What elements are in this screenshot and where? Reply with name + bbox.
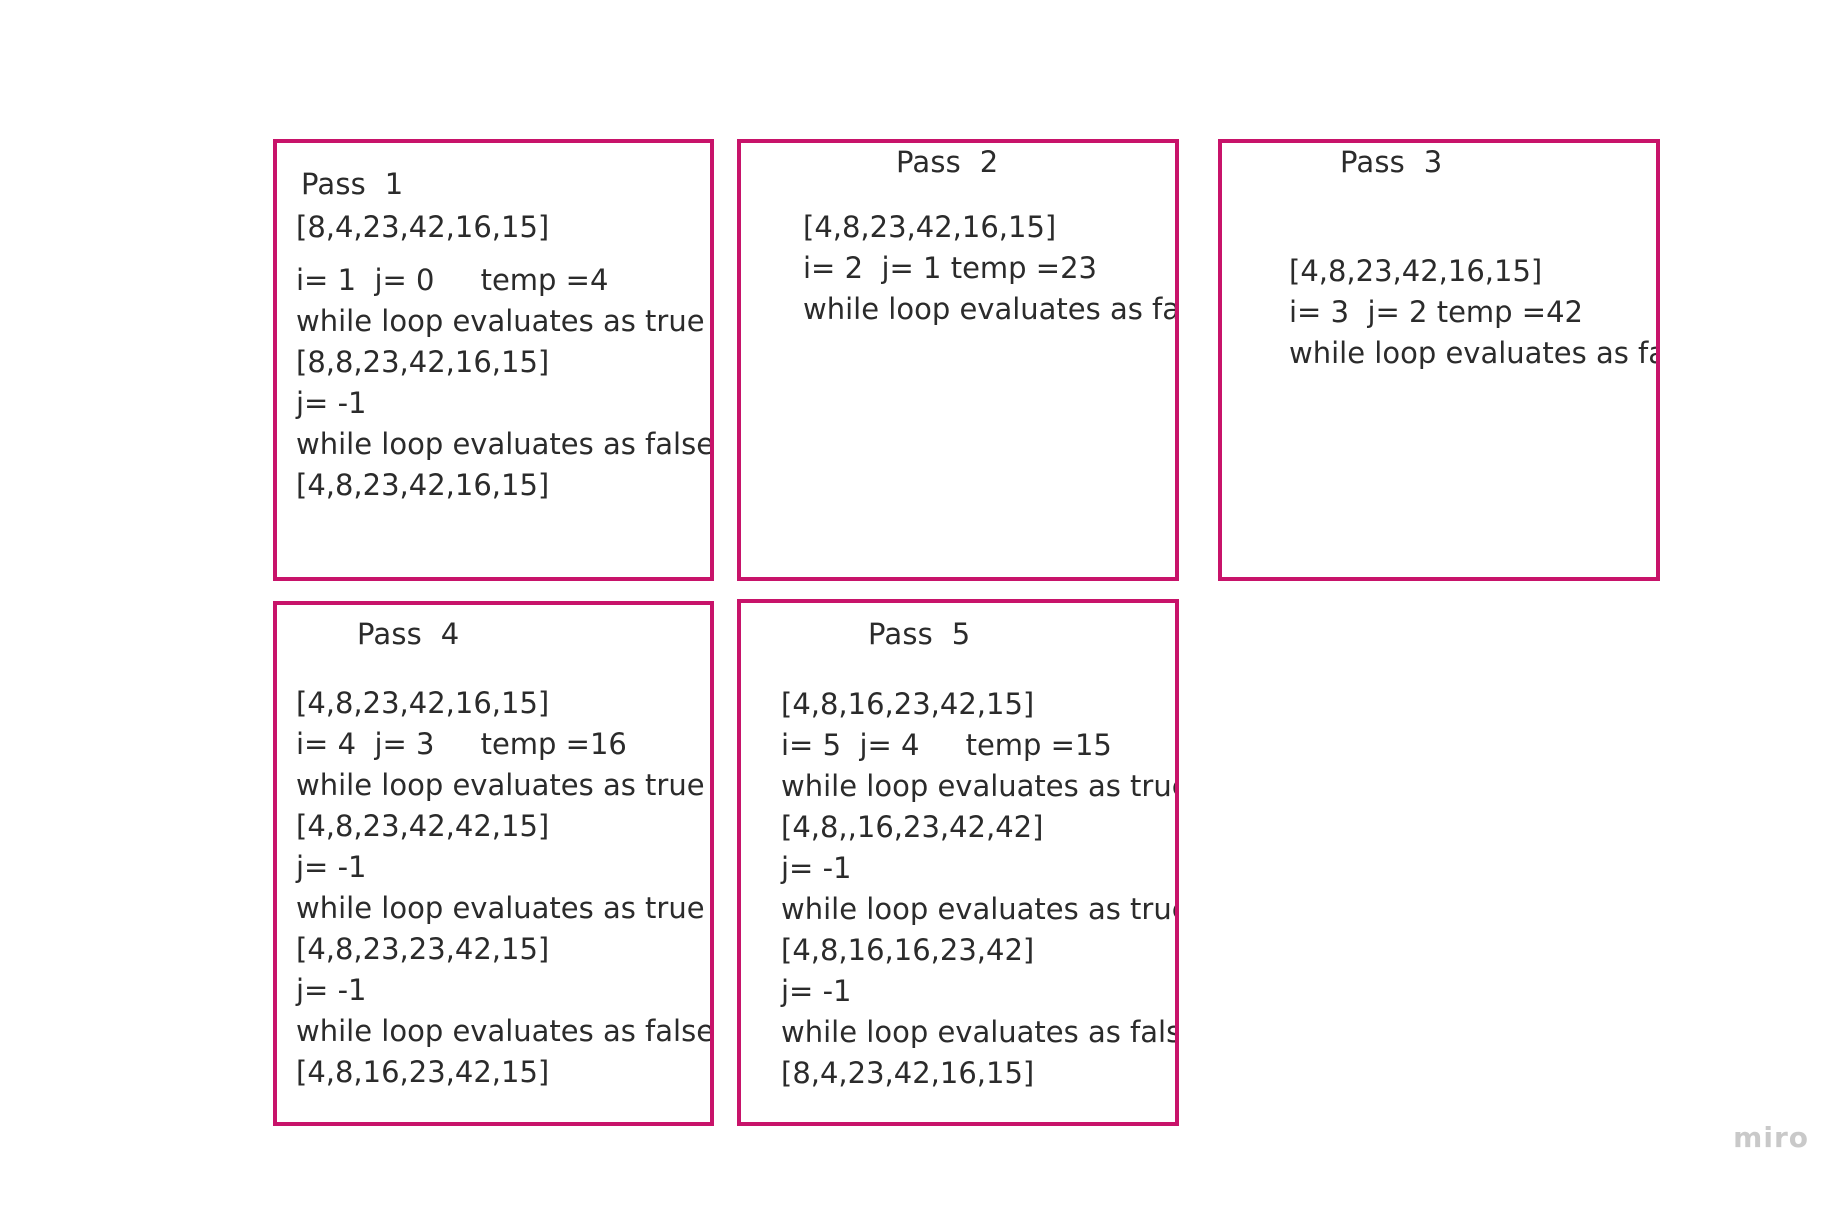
- pass-3-line: while loop evaluates as false: [1289, 336, 1656, 370]
- pass-5-frame[interactable]: Pass 5 [4,8,16,23,42,15] i= 5 j= 4 temp …: [737, 599, 1179, 1126]
- pass-4-line: while loop evaluates as true: [296, 768, 705, 802]
- pass-4-line: j= -1: [296, 973, 367, 1007]
- pass-2-steps: [4,8,23,42,16,15] i= 2 j= 1 temp =23 whi…: [803, 207, 1179, 330]
- pass-4-line: [4,8,23,42,16,15]: [296, 686, 550, 720]
- pass-1-steps: i= 1 j= 0 temp =4 while loop evaluates a…: [296, 260, 714, 506]
- pass-5-line: j= -1: [781, 851, 852, 885]
- pass-4-line: [4,8,23,42,42,15]: [296, 809, 550, 843]
- pass-3-line: i= 3 j= 2 temp =42: [1289, 295, 1583, 329]
- pass-4-line: [4,8,16,23,42,15]: [296, 1055, 550, 1089]
- pass-4-line: j= -1: [296, 850, 367, 884]
- pass-5-line: while loop evaluates as true: [781, 892, 1179, 926]
- pass-1-line: while loop evaluates as false: [296, 427, 714, 461]
- pass-4-title: Pass 4: [357, 617, 460, 651]
- pass-4-steps: [4,8,23,42,16,15] i= 4 j= 3 temp =16 whi…: [296, 683, 714, 1093]
- pass-5-line: j= -1: [781, 974, 852, 1008]
- pass-2-frame[interactable]: Pass 2 [4,8,23,42,16,15] i= 2 j= 1 temp …: [737, 139, 1179, 581]
- pass-3-frame[interactable]: Pass 3 [4,8,23,42,16,15] i= 3 j= 2 temp …: [1218, 139, 1660, 581]
- pass-5-line: [8,4,23,42,16,15]: [781, 1056, 1035, 1090]
- pass-5-title: Pass 5: [868, 617, 971, 651]
- pass-4-frame[interactable]: Pass 4 [4,8,23,42,16,15] i= 4 j= 3 temp …: [273, 601, 714, 1126]
- pass-1-line: [8,8,23,42,16,15]: [296, 345, 550, 379]
- pass-5-line: [4,8,16,16,23,42]: [781, 933, 1035, 967]
- pass-5-line: [4,8,16,23,42,15]: [781, 687, 1035, 721]
- pass-4-line: [4,8,23,23,42,15]: [296, 932, 550, 966]
- pass-1-line: while loop evaluates as true: [296, 304, 705, 338]
- pass-2-line: [4,8,23,42,16,15]: [803, 210, 1057, 244]
- pass-1-line: [8,4,23,42,16,15]: [296, 210, 550, 244]
- pass-3-steps: [4,8,23,42,16,15] i= 3 j= 2 temp =42 whi…: [1289, 251, 1656, 374]
- pass-5-line: [4,8,,16,23,42,42]: [781, 810, 1044, 844]
- pass-5-line: i= 5 j= 4 temp =15: [781, 728, 1112, 762]
- pass-4-line: while loop evaluates as true: [296, 891, 705, 925]
- pass-1-title: Pass 1: [301, 167, 404, 201]
- pass-2-title: Pass 2: [896, 145, 999, 179]
- pass-5-line: while loop evaluates as true: [781, 769, 1179, 803]
- pass-4-line: while loop evaluates as false: [296, 1014, 714, 1048]
- miro-logo: miro: [1733, 1121, 1809, 1154]
- pass-1-line: j= -1: [296, 386, 367, 420]
- pass-1-line: [4,8,23,42,16,15]: [296, 468, 550, 502]
- pass-5-steps: [4,8,16,23,42,15] i= 5 j= 4 temp =15 whi…: [781, 684, 1179, 1094]
- pass-4-line: i= 4 j= 3 temp =16: [296, 727, 627, 761]
- pass-2-line: i= 2 j= 1 temp =23: [803, 251, 1097, 285]
- pass-3-line: [4,8,23,42,16,15]: [1289, 254, 1543, 288]
- pass-5-line: while loop evaluates as false: [781, 1015, 1179, 1049]
- pass-2-line: while loop evaluates as false: [803, 292, 1179, 326]
- pass-1-line: i= 1 j= 0 temp =4: [296, 263, 609, 297]
- pass-1-frame[interactable]: Pass 1 [8,4,23,42,16,15] i= 1 j= 0 temp …: [273, 139, 714, 581]
- pass-1-initial-array: [8,4,23,42,16,15]: [296, 207, 549, 248]
- pass-3-title: Pass 3: [1340, 145, 1443, 179]
